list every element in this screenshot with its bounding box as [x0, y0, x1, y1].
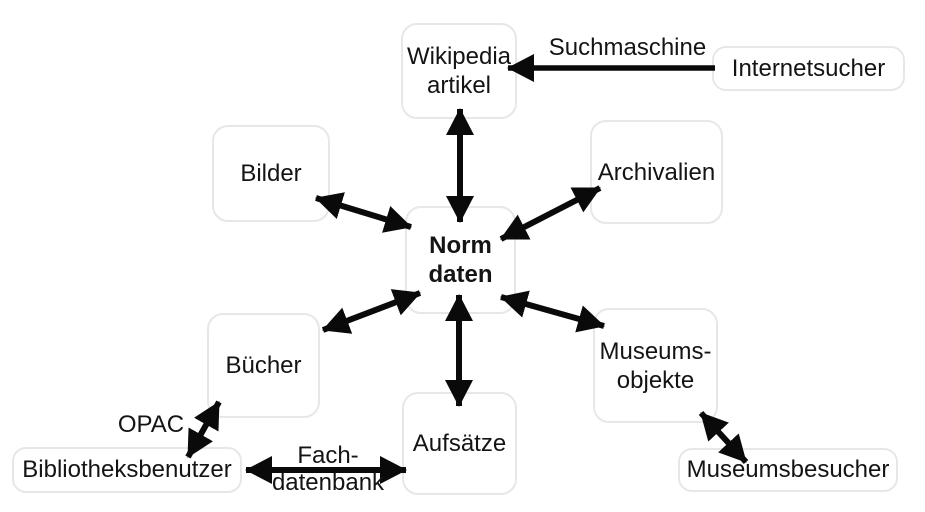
node-aufsaetze: Aufsätze	[402, 392, 517, 495]
edge-label-opac: OPAC	[117, 411, 185, 438]
node-label: Internetsucher	[731, 54, 886, 82]
node-museumsobjekte: Museums- objekte	[593, 308, 718, 423]
node-internetsucher: Internetsucher	[712, 46, 905, 91]
node-label: Aufsätze	[412, 430, 507, 457]
node-label: Wikipedia	[406, 43, 512, 70]
edge-museumsobjekte-normdaten	[500, 290, 605, 333]
node-museumsbesucher: Museumsbesucher	[678, 448, 898, 492]
node-bilder: Bilder	[212, 125, 330, 222]
edge-bilder-normdaten	[315, 192, 412, 233]
node-label: artikel	[426, 72, 492, 99]
node-label: Archivalien	[597, 158, 716, 186]
node-label: Bilder	[240, 160, 302, 187]
node-label: daten	[428, 261, 493, 288]
node-archivalien: Archivalien	[590, 120, 723, 224]
node-label: Bücher	[225, 352, 302, 379]
edge-label-suchmaschine: Suchmaschine	[548, 34, 707, 61]
node-label: Norm	[429, 232, 492, 259]
node-label: Museumsbesucher	[686, 456, 890, 483]
node-label: Bibliotheksbenutzer	[22, 456, 232, 483]
node-normdaten: Norm daten	[405, 206, 516, 314]
node-wikipedia-artikel: Wikipedia artikel	[401, 23, 517, 119]
node-label: objekte	[616, 366, 695, 394]
node-label: Museums-	[599, 337, 712, 365]
node-bibliotheksbenutzer: Bibliotheksbenutzer	[12, 447, 242, 493]
node-buecher: Bücher	[207, 313, 320, 418]
edge-label-fachdatenbank: Fach- datenbank	[271, 442, 385, 496]
